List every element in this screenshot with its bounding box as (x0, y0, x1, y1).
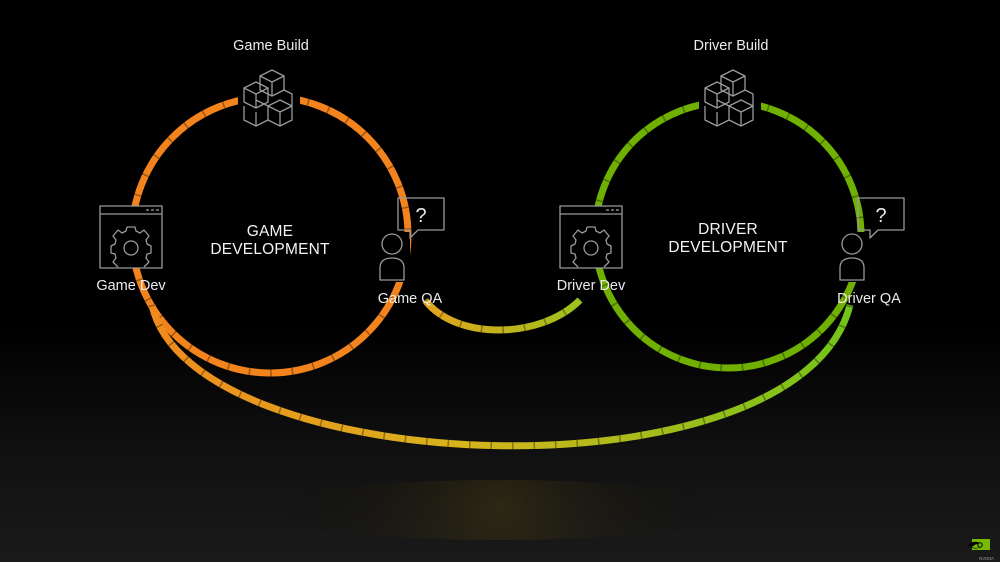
driver-dev-label: Driver Dev (557, 278, 626, 294)
reflection-glow (260, 480, 740, 540)
driver-dev-icon (559, 205, 623, 269)
game-dev-icon (99, 205, 163, 269)
game-build-icon (238, 66, 300, 128)
driver-build-icon (699, 66, 761, 128)
qa-to-driver-connector (422, 297, 583, 334)
game-build-label: Game Build (233, 38, 309, 54)
driver-development-title-line1: DRIVER (698, 221, 758, 238)
game-qa-icon: ? (376, 197, 445, 282)
driver-build-label: Driver Build (694, 38, 769, 54)
nvidia-logo (968, 539, 990, 550)
driver-qa-question: ? (875, 205, 886, 227)
driver-qa-label: Driver QA (837, 291, 901, 307)
game-dev-label: Game Dev (96, 278, 166, 294)
game-qa-label: Game QA (378, 291, 443, 307)
game-qa-question: ? (415, 205, 426, 227)
driver-qa-icon: ? (836, 197, 905, 282)
game-development-title-line2: DEVELOPMENT (210, 241, 330, 258)
nvidia-logo-text: NVIDIA (978, 556, 994, 561)
game-development-title-line1: GAME (247, 223, 293, 240)
driver-qa-to-game-dev-connector (148, 304, 854, 450)
driver-development-title-line2: DEVELOPMENT (668, 239, 788, 256)
